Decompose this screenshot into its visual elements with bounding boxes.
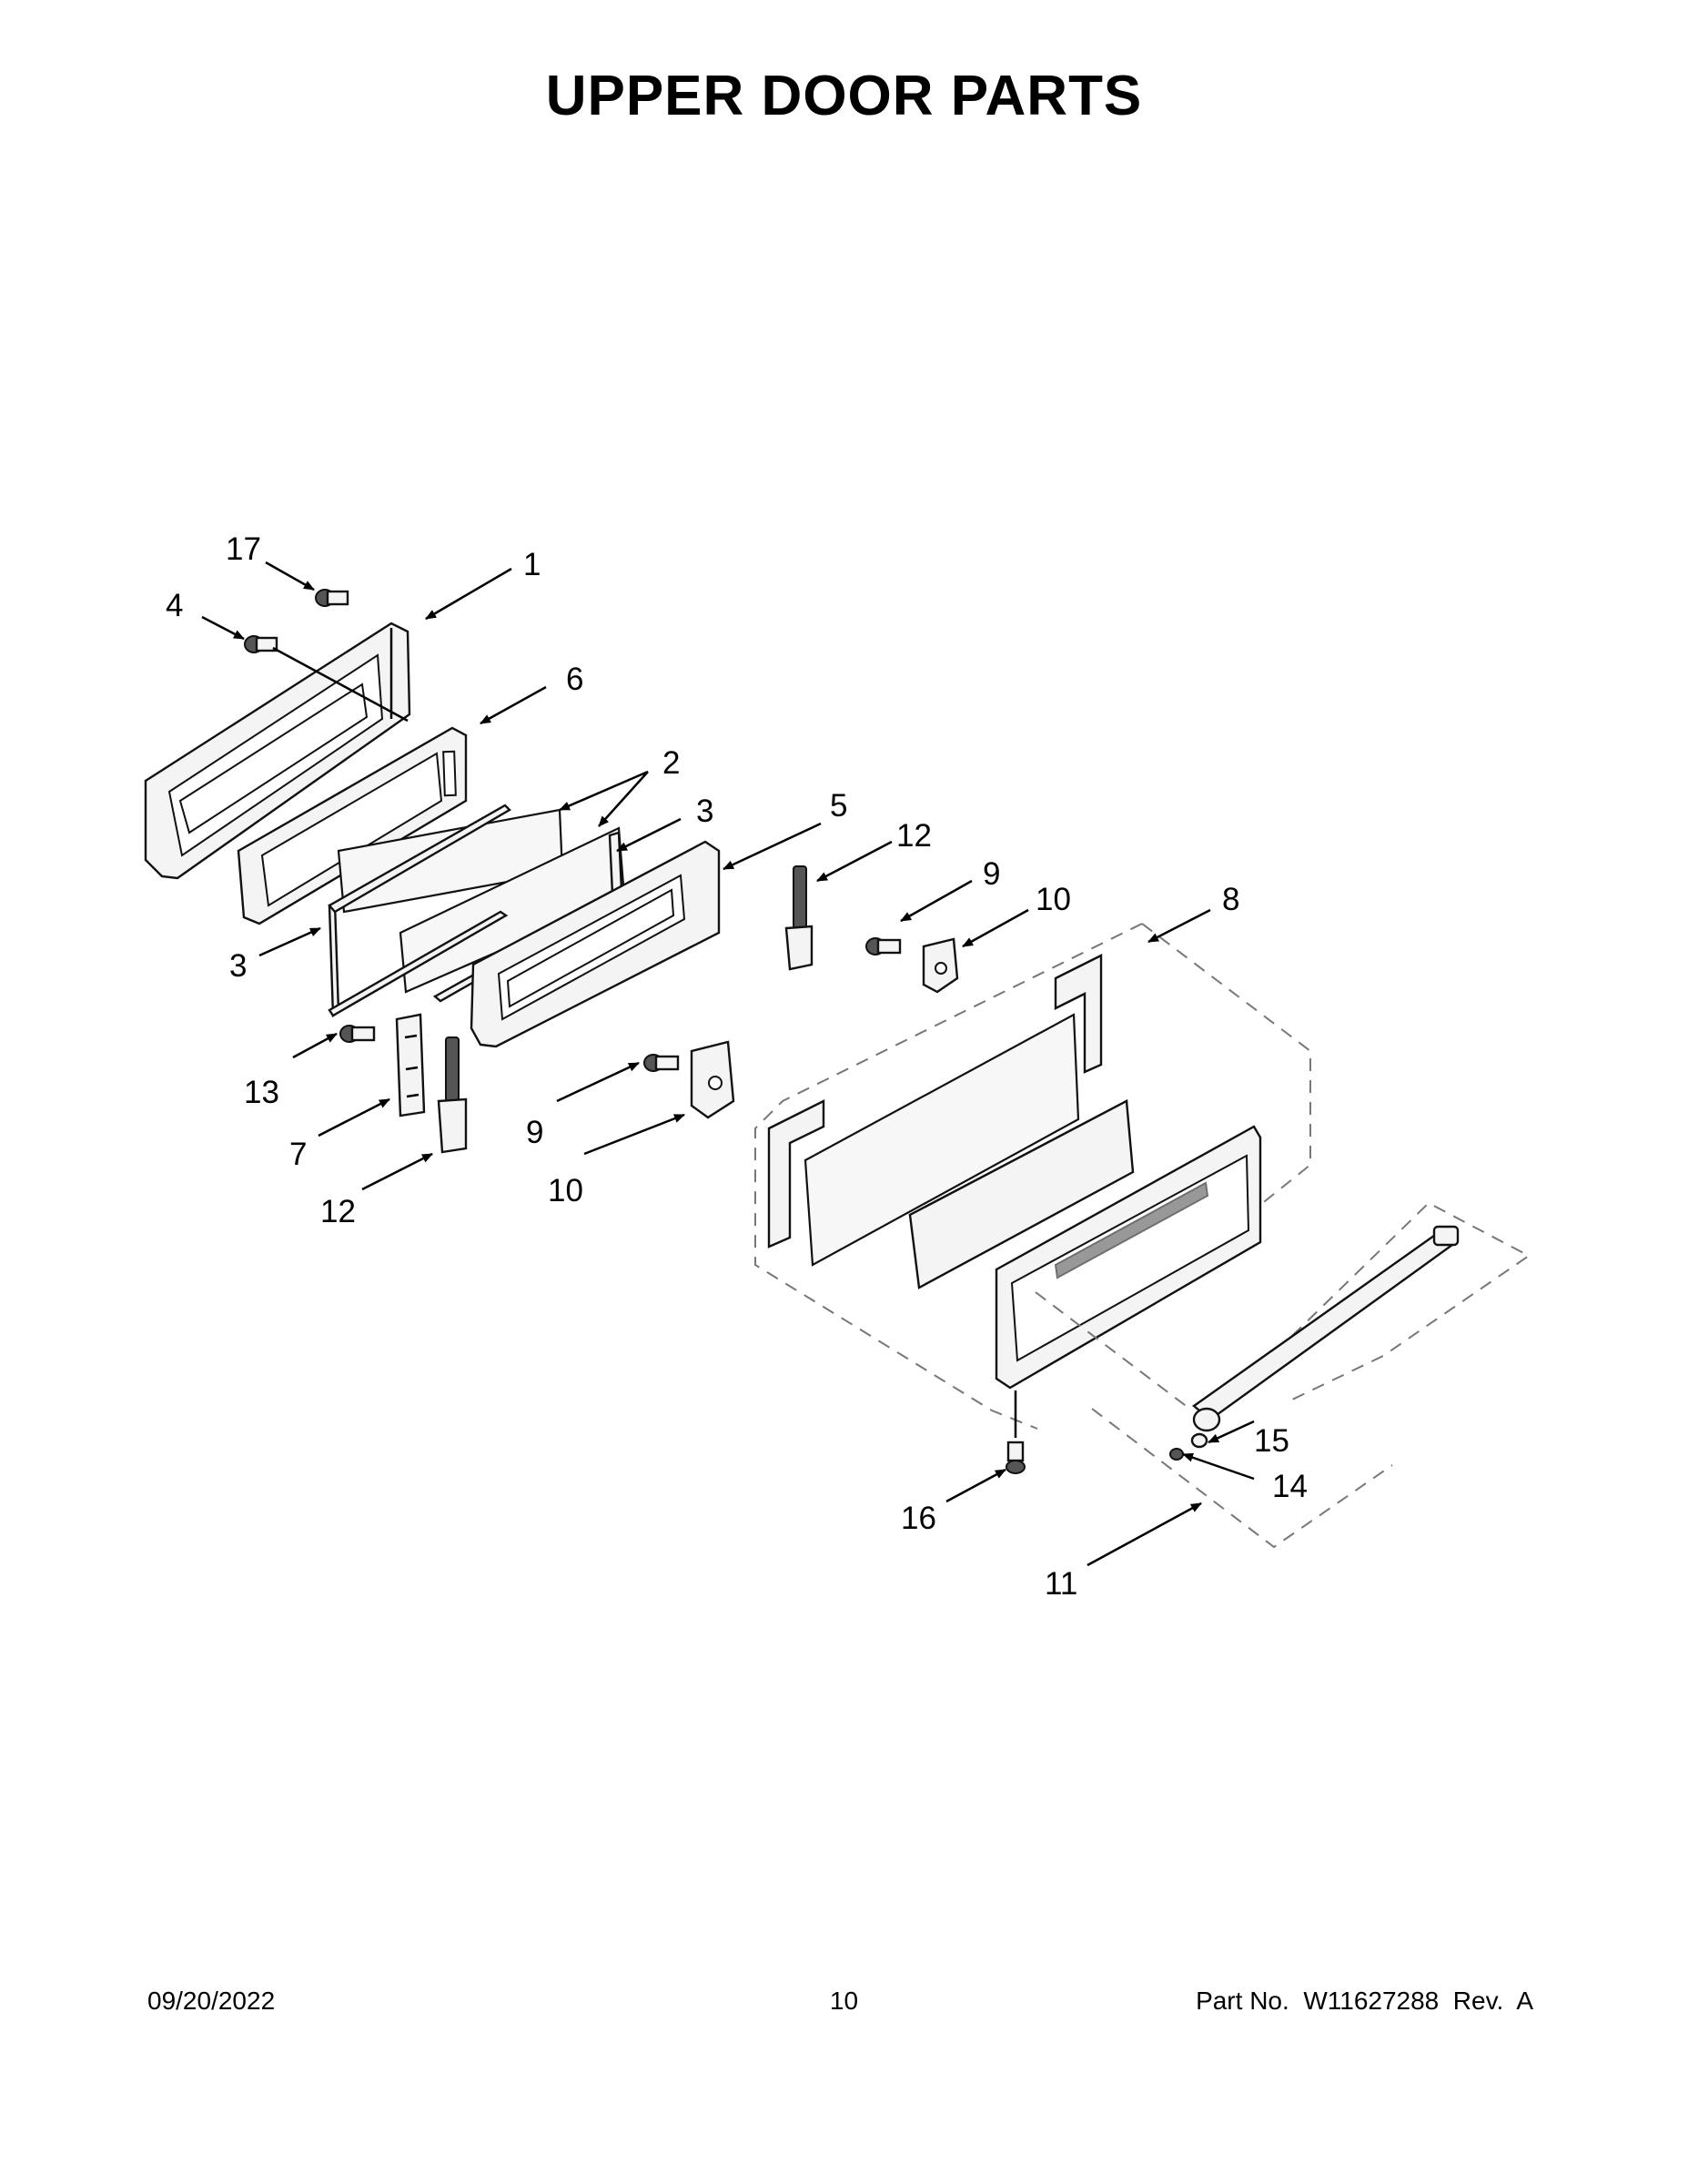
callout-8: 8 [1222, 882, 1239, 917]
callout-16: 16 [901, 1501, 936, 1536]
handle-assembly-boundary [1091, 1201, 1531, 1549]
door-gasket [908, 1099, 1135, 1289]
outer-glass-clips [767, 954, 1103, 1249]
screw-9-right [865, 937, 902, 956]
handle-screw-14 [1169, 1448, 1184, 1461]
screw-17 [315, 589, 349, 607]
callout-6: 6 [566, 662, 583, 697]
callout-10-right: 10 [1036, 882, 1071, 917]
outer-door-assembly-boundary [754, 923, 1311, 1430]
screw-16 [1006, 1390, 1026, 1474]
glass-retainer-left [328, 804, 511, 1018]
footer-part-number: Part No. W11627288 Rev. A [1196, 1987, 1533, 2015]
leader-arrows [201, 561, 1255, 1567]
bracket-10-right [922, 937, 959, 994]
callout-11: 11 [1045, 1566, 1077, 1602]
glass-frame [237, 726, 468, 925]
callout-17: 17 [226, 531, 261, 567]
callout-14: 14 [1272, 1469, 1308, 1504]
hinge-receiver [395, 1013, 426, 1117]
callout-10-left: 10 [548, 1173, 583, 1208]
hinge-upper-right [784, 865, 814, 971]
callout-9-right: 9 [983, 856, 1000, 892]
callout-12-right: 12 [896, 818, 932, 854]
outer-door-panel [995, 1125, 1262, 1390]
footer-date: 09/20/2022 [147, 1987, 276, 2015]
callout-13: 13 [244, 1075, 279, 1110]
callout-3-left: 3 [229, 948, 247, 984]
callout-1: 1 [523, 547, 541, 582]
bracket-10-left [690, 1040, 735, 1119]
callout-2: 2 [662, 745, 680, 781]
door-handle [1035, 1225, 1460, 1432]
callout-15: 15 [1254, 1423, 1289, 1459]
callout-7: 7 [289, 1137, 307, 1172]
hinge-lower-left [437, 1036, 468, 1154]
callout-9-left: 9 [526, 1115, 543, 1150]
screw-9-left [643, 1054, 680, 1072]
screw-13 [339, 1025, 376, 1043]
outer-glass [804, 1013, 1080, 1267]
callout-5: 5 [830, 788, 847, 824]
footer-page-number: 10 [829, 1987, 859, 2015]
callout-12-left: 12 [320, 1194, 356, 1229]
callout-4: 4 [166, 588, 183, 623]
outer-door-frame [470, 840, 721, 1048]
screw-4 [244, 635, 409, 723]
page-title: UPPER DOOR PARTS [545, 65, 1143, 127]
handle-washer-15 [1190, 1432, 1208, 1449]
callout-3-right: 3 [696, 794, 713, 829]
